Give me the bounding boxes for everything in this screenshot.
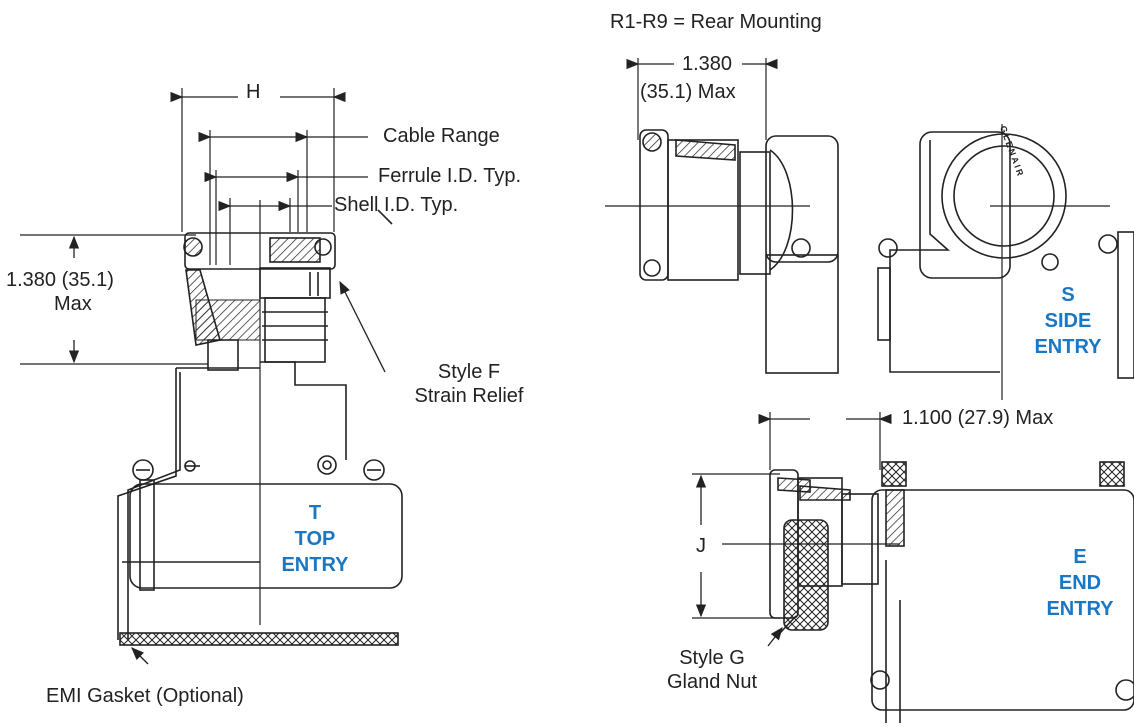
rear-mounting-note: R1-R9 = Rear Mounting bbox=[610, 11, 822, 33]
end-entry-word: ENTRY bbox=[1046, 598, 1114, 620]
top-entry-tag: T TOP ENTRY bbox=[262, 500, 368, 578]
cable-range-label: Cable Range bbox=[383, 125, 500, 147]
gland-nut-style: Style G bbox=[679, 647, 745, 669]
side-entry-name: SIDE bbox=[1044, 310, 1092, 332]
end-entry-tag: E END ENTRY bbox=[1030, 544, 1130, 622]
dimension-j-label: J bbox=[696, 535, 706, 557]
strain-relief-name: Strain Relief bbox=[414, 385, 524, 407]
shell-id-label: Shell I.D. Typ. bbox=[334, 194, 459, 216]
gland-nut-name: Gland Nut bbox=[666, 671, 758, 693]
top-height-dimension: 1.380 (35.1) Max bbox=[6, 268, 114, 316]
strain-relief-callout: Style F Strain Relief bbox=[394, 360, 544, 408]
top-height-dimension-value: 1.380 (35.1) bbox=[6, 269, 114, 291]
gland-nut-callout: Style G Gland Nut bbox=[652, 646, 772, 694]
end-entry-code: E bbox=[1073, 546, 1087, 568]
side-entry-code: S bbox=[1061, 284, 1075, 306]
top-entry-view bbox=[20, 88, 403, 665]
side-entry-view bbox=[605, 58, 1134, 400]
top-height-dimension-max: Max bbox=[54, 293, 92, 315]
emi-gasket-label: EMI Gasket (Optional) bbox=[46, 685, 244, 707]
end-entry-name: END bbox=[1058, 572, 1102, 594]
top-entry-name: TOP bbox=[294, 528, 336, 550]
ferrule-id-label: Ferrule I.D. Typ. bbox=[378, 165, 522, 187]
side-width-dimension-value: 1.380 bbox=[682, 53, 733, 75]
dimension-h-label: H bbox=[246, 81, 261, 103]
side-width-dimension-max: (35.1) Max bbox=[640, 81, 736, 103]
top-entry-word: ENTRY bbox=[281, 554, 349, 576]
end-width-dimension: 1.100 (27.9) Max bbox=[902, 407, 1054, 429]
side-entry-tag: S SIDE ENTRY bbox=[1018, 282, 1118, 360]
end-entry-view bbox=[692, 412, 1134, 723]
top-entry-code: T bbox=[308, 502, 322, 524]
side-entry-word: ENTRY bbox=[1034, 336, 1102, 358]
strain-relief-style: Style F bbox=[437, 361, 501, 383]
